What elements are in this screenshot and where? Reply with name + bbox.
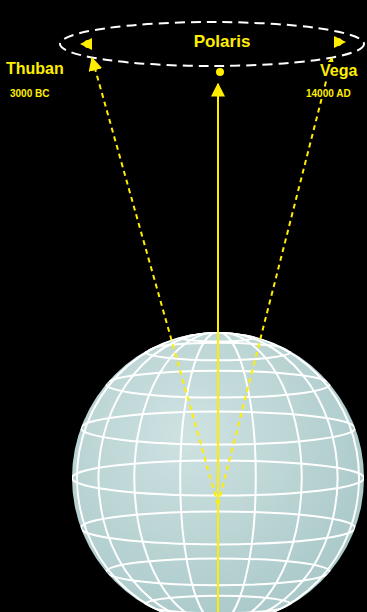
star-name: Thuban <box>4 60 66 78</box>
star-name: Vega <box>318 62 359 80</box>
polaris-star <box>216 68 224 76</box>
circle-arrow <box>80 38 92 50</box>
axis-to-thuban <box>92 58 218 505</box>
circle-arrow <box>334 36 346 48</box>
earth-axis <box>217 84 219 612</box>
axis-to-vega <box>218 58 332 505</box>
precession-circle <box>60 22 364 66</box>
date-label: 3000 BC <box>8 88 51 99</box>
star-name: Polaris <box>192 33 253 52</box>
date-label: 14000 AD <box>304 88 353 99</box>
